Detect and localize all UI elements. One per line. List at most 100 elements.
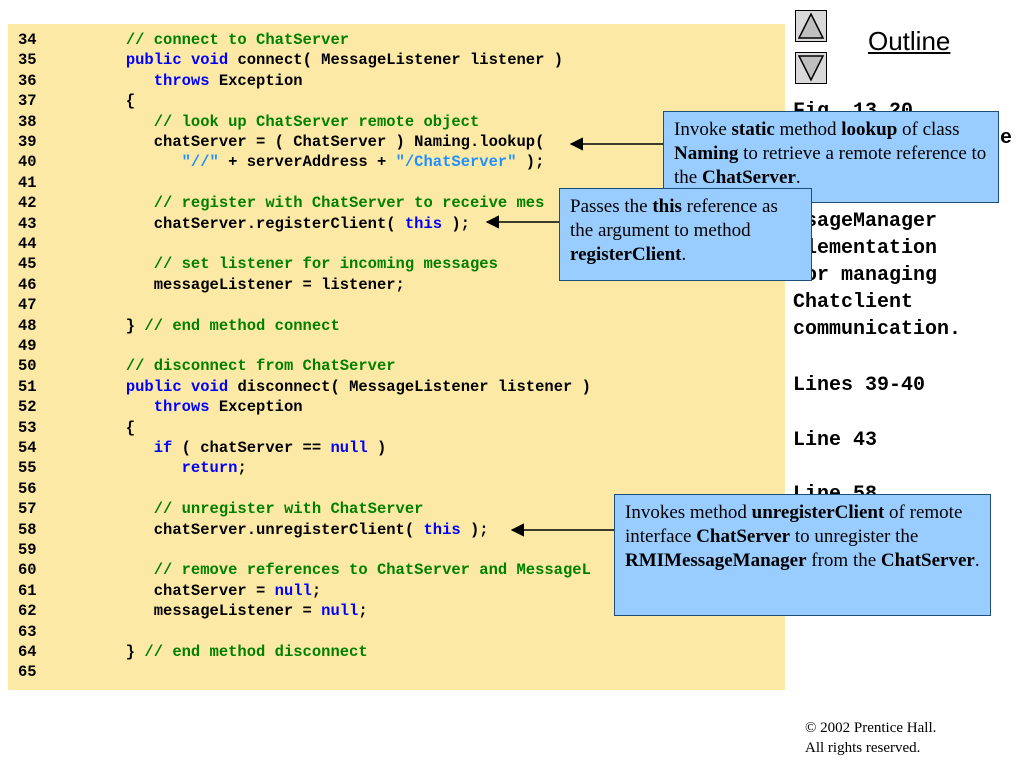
line-number: 39 xyxy=(18,133,37,151)
code-token: "//" xyxy=(181,153,219,172)
figure-caption-fragment: e xyxy=(1000,127,1013,150)
code-token: ); xyxy=(442,214,470,233)
line-number: 58 xyxy=(18,520,37,539)
code-token: ); xyxy=(460,520,489,539)
code-token: disconnect( MessageListener listener ) xyxy=(228,377,591,396)
code-token: // set listener for incoming messages xyxy=(153,255,498,274)
code-token xyxy=(70,72,154,90)
code-text: } // end method connect xyxy=(70,316,340,336)
line-number: 40 xyxy=(18,153,37,172)
code-token: + serverAddress + xyxy=(218,153,396,172)
code-text: messageListener = null; xyxy=(70,601,368,621)
code-text: { xyxy=(70,91,135,111)
code-text: // unregister with ChatServer xyxy=(70,499,424,519)
line-number: 36 xyxy=(18,71,37,90)
code-text: chatServer.unregisterClient( this ); xyxy=(70,520,489,540)
line-number: 38 xyxy=(18,112,37,131)
code-token xyxy=(70,153,182,171)
callout-text: RMIMessageManager xyxy=(625,550,807,571)
code-token xyxy=(182,378,191,396)
callout-unregister-client: Invokes method unregisterClient of remot… xyxy=(614,494,991,616)
line-number: 34 xyxy=(18,31,37,49)
code-text: // remove references to ChatServer and M… xyxy=(70,560,591,580)
code-token: ( chatServer == xyxy=(172,439,331,457)
next-slide-button[interactable] xyxy=(795,52,827,84)
line-number: 51 xyxy=(18,377,37,396)
line-number: 35 xyxy=(18,51,37,70)
code-text: // disconnect from ChatServer xyxy=(70,356,396,376)
previous-slide-button[interactable] xyxy=(795,10,827,42)
line-number: 61 xyxy=(18,581,37,600)
callout-text: Invokes method xyxy=(625,502,752,523)
code-token xyxy=(70,255,154,273)
code-token: } xyxy=(70,316,145,335)
code-token: // remove references to ChatServer and M… xyxy=(153,561,591,580)
code-token: messageListener = xyxy=(70,602,322,621)
callout-text: of class xyxy=(897,119,960,140)
code-token: throws xyxy=(153,398,210,417)
code-token: } xyxy=(70,643,145,661)
callout-text: lookup xyxy=(841,119,898,140)
code-token: ) xyxy=(367,439,387,457)
line-number: 43 xyxy=(18,214,37,233)
code-token: Exception xyxy=(209,71,303,90)
callout-text: of remote interface xyxy=(625,502,963,547)
callout-text: to unregister the xyxy=(790,526,919,547)
code-text: public void connect( MessageListener lis… xyxy=(70,50,563,70)
code-token xyxy=(70,357,126,375)
line-number: 46 xyxy=(18,275,37,294)
line-number: 50 xyxy=(18,357,37,376)
line-number: 42 xyxy=(18,194,37,213)
line-number: 57 xyxy=(18,500,37,519)
code-token: "/ChatServer" xyxy=(395,153,517,172)
code-text: // connect to ChatServer xyxy=(70,30,349,50)
code-token: void xyxy=(190,377,229,396)
code-token: chatServer.unregisterClient( xyxy=(70,520,424,539)
line-number: 59 xyxy=(18,541,37,559)
code-token: ; xyxy=(311,581,322,600)
callout-text: . xyxy=(974,550,980,571)
outline-link[interactable]: Outline xyxy=(868,26,951,56)
code-token: // look up ChatServer remote object xyxy=(153,112,480,131)
code-token: return xyxy=(181,459,238,478)
code-token: chatServer = ( ChatServer ) Naming.looku… xyxy=(70,133,545,151)
code-token: connect( MessageListener listener ) xyxy=(228,51,564,70)
code-token xyxy=(70,378,126,396)
code-token: ; xyxy=(358,602,368,621)
code-token xyxy=(70,194,154,212)
line-number: 45 xyxy=(18,255,37,274)
code-token: public xyxy=(125,377,182,396)
code-token: // end method disconnect xyxy=(144,643,368,661)
code-token: null xyxy=(274,581,312,600)
code-text: chatServer.registerClient( this ); xyxy=(70,214,470,234)
line-number: 49 xyxy=(18,337,37,355)
code-text: chatServer = null; xyxy=(70,581,321,601)
line-number: 55 xyxy=(18,459,37,478)
code-text: { xyxy=(70,418,135,438)
line-number: 54 xyxy=(18,439,37,457)
triangle-up-icon xyxy=(797,12,825,39)
callout-text: ChatServer xyxy=(701,167,796,188)
copyright-notice: © 2002 Prentice Hall. All rights reserve… xyxy=(805,718,936,758)
line-number: 41 xyxy=(18,173,37,192)
line-number: 44 xyxy=(18,235,37,253)
code-token: // unregister with ChatServer xyxy=(153,500,424,519)
triangle-down-icon xyxy=(797,55,825,82)
code-text: chatServer = ( ChatServer ) Naming.looku… xyxy=(70,132,545,152)
code-token xyxy=(70,561,154,579)
line-number: 62 xyxy=(18,602,37,621)
code-token: Exception xyxy=(209,398,303,417)
callout-text: unregisterClient xyxy=(751,502,885,523)
code-token: { xyxy=(70,418,136,437)
callout-text: Naming xyxy=(674,143,739,164)
callout-text: reference as the argument to method xyxy=(570,196,778,241)
code-token xyxy=(70,459,182,477)
code-token: // connect to ChatServer xyxy=(125,31,350,49)
side-note-line-43: Line 43 xyxy=(793,429,878,452)
code-text: // set listener for incoming messages xyxy=(70,254,498,274)
code-token xyxy=(70,398,154,416)
callout-text: method xyxy=(774,119,842,140)
callout-text: this xyxy=(652,196,682,217)
line-number: 37 xyxy=(18,92,37,111)
code-token xyxy=(70,500,154,518)
